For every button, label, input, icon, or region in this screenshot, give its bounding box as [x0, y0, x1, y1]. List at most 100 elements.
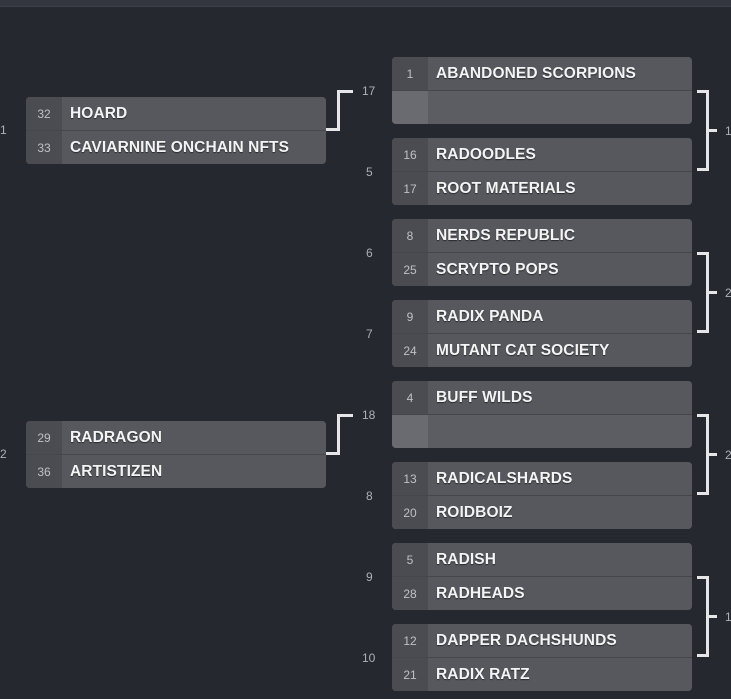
match-card: 32 HOARD 33 CAVIARNINE ONCHAIN NFTS	[26, 97, 326, 164]
seed-number: 20	[392, 496, 428, 529]
seed-number: 24	[392, 334, 428, 367]
seed-number: 36	[26, 455, 62, 488]
team-slot[interactable]: 32 HOARD	[26, 97, 326, 130]
team-slot[interactable]: 36 ARTISTIZEN	[26, 455, 326, 488]
team-name: SCRYPTO POPS	[436, 260, 559, 278]
team-slot[interactable]: 5 RADISH	[392, 543, 692, 576]
team-slot-empty[interactable]	[392, 415, 692, 448]
match-card: 9 RADIX PANDA 24 MUTANT CAT SOCIETY	[392, 300, 692, 367]
team-slot[interactable]: 33 CAVIARNINE ONCHAIN NFTS	[26, 131, 326, 164]
seed-number: 9	[392, 300, 428, 333]
seed-number: 16	[392, 138, 428, 171]
team-slot[interactable]: 9 RADIX PANDA	[392, 300, 692, 333]
match-number: 17	[362, 84, 376, 98]
team-name: RADIX PANDA	[436, 307, 544, 325]
team-name: MUTANT CAT SOCIETY	[436, 341, 610, 359]
seed-number	[392, 91, 428, 124]
team-slot[interactable]: 12 DAPPER DACHSHUNDS	[392, 624, 692, 657]
match-card: 8 NERDS REPUBLIC 25 SCRYPTO POPS	[392, 219, 692, 286]
team-name: CAVIARNINE ONCHAIN NFTS	[70, 138, 290, 156]
match-card: 13 RADICALSHARDS 20 ROIDBOIZ	[392, 462, 692, 529]
bracket-connector	[326, 128, 340, 131]
team-name: RADHEADS	[436, 584, 525, 602]
top-bar	[0, 0, 731, 7]
divider	[392, 495, 692, 496]
match-card: 29 RADRAGON 36 ARTISTIZEN	[26, 421, 326, 488]
match-number: 2	[0, 447, 7, 461]
next-match-number: 2	[725, 448, 731, 462]
match-card: 16 RADOODLES 17 ROOT MATERIALS	[392, 138, 692, 205]
bracket-connector	[326, 452, 340, 455]
next-match-number: 2	[725, 286, 731, 300]
team-name: ROOT MATERIALS	[436, 179, 576, 197]
team-name: HOARD	[70, 104, 128, 122]
team-name: BUFF WILDS	[436, 388, 533, 406]
team-name: DAPPER DACHSHUNDS	[436, 631, 617, 649]
bracket-connector	[697, 252, 709, 333]
team-name: RADOODLES	[436, 145, 536, 163]
divider	[26, 130, 326, 131]
match-number: 7	[366, 327, 373, 341]
seed-number: 33	[26, 131, 62, 164]
seed-number: 1	[392, 57, 428, 90]
bracket-connector	[709, 453, 717, 456]
team-name: RADICALSHARDS	[436, 469, 573, 487]
seed-number: 17	[392, 172, 428, 205]
team-name: RADISH	[436, 550, 497, 568]
team-slot[interactable]: 21 RADIX RATZ	[392, 658, 692, 691]
seed-number: 4	[392, 381, 428, 414]
team-name: ABANDONED SCORPIONS	[436, 64, 636, 82]
seed-number: 5	[392, 543, 428, 576]
team-name: NERDS REPUBLIC	[436, 226, 576, 244]
bracket-connector	[709, 615, 717, 618]
team-slot[interactable]: 13 RADICALSHARDS	[392, 462, 692, 495]
bracket-connector	[709, 291, 717, 294]
match-number: 5	[366, 165, 373, 179]
match-card: 1 ABANDONED SCORPIONS	[392, 57, 692, 124]
team-slot[interactable]: 1 ABANDONED SCORPIONS	[392, 57, 692, 90]
divider	[392, 576, 692, 577]
seed-number: 21	[392, 658, 428, 691]
bracket-connector	[697, 576, 709, 657]
team-slot[interactable]: 8 NERDS REPUBLIC	[392, 219, 692, 252]
match-number: 1	[0, 123, 7, 137]
team-slot[interactable]: 4 BUFF WILDS	[392, 381, 692, 414]
seed-number: 29	[26, 421, 62, 454]
team-slot[interactable]: 24 MUTANT CAT SOCIETY	[392, 334, 692, 367]
team-name: RADRAGON	[70, 428, 163, 446]
bracket-connector	[337, 90, 353, 131]
match-number: 18	[362, 408, 376, 422]
divider	[392, 252, 692, 253]
bracket-connector	[709, 129, 717, 132]
seed-number: 28	[392, 577, 428, 610]
match-number: 8	[366, 489, 373, 503]
match-number: 9	[366, 570, 373, 584]
next-match-number: 1	[725, 124, 731, 138]
seed-number	[392, 415, 428, 448]
seed-number: 8	[392, 219, 428, 252]
team-slot[interactable]: 25 SCRYPTO POPS	[392, 253, 692, 286]
divider	[392, 657, 692, 658]
divider	[392, 414, 692, 415]
divider	[26, 454, 326, 455]
team-slot[interactable]: 29 RADRAGON	[26, 421, 326, 454]
team-name: RADIX RATZ	[436, 665, 530, 683]
divider	[392, 171, 692, 172]
bracket-connector	[337, 414, 353, 455]
divider	[392, 90, 692, 91]
team-slot[interactable]: 17 ROOT MATERIALS	[392, 172, 692, 205]
match-card: 5 RADISH 28 RADHEADS	[392, 543, 692, 610]
bracket-connector	[697, 414, 709, 495]
seed-number: 25	[392, 253, 428, 286]
seed-number: 32	[26, 97, 62, 130]
team-slot[interactable]: 28 RADHEADS	[392, 577, 692, 610]
bracket-connector	[697, 90, 709, 171]
seed-number: 13	[392, 462, 428, 495]
team-name: ARTISTIZEN	[70, 462, 163, 480]
match-number: 10	[362, 651, 376, 665]
match-number: 6	[366, 246, 373, 260]
team-slot-empty[interactable]	[392, 91, 692, 124]
match-card: 4 BUFF WILDS	[392, 381, 692, 448]
team-slot[interactable]: 16 RADOODLES	[392, 138, 692, 171]
team-slot[interactable]: 20 ROIDBOIZ	[392, 496, 692, 529]
